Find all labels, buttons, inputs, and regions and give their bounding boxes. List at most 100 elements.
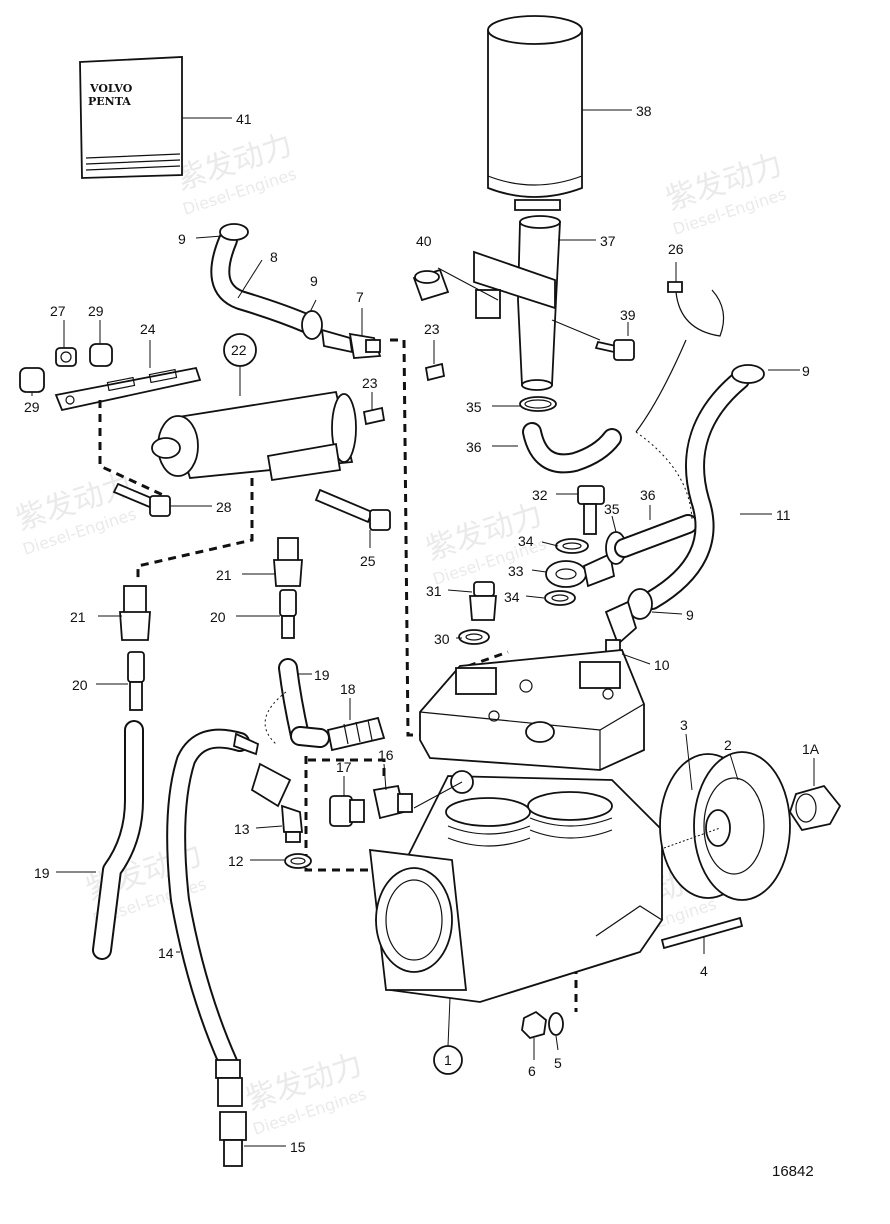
callout-20: 20: [72, 677, 88, 693]
callout-10: 10: [654, 657, 670, 673]
callout-32: 32: [532, 487, 548, 503]
bracket-24: [54, 366, 202, 412]
callout-8: 8: [270, 249, 278, 265]
callout-40: 40: [416, 233, 432, 249]
callout-36: 36: [640, 487, 656, 503]
callout-35: 35: [466, 399, 482, 415]
callout-14: 14: [158, 945, 174, 961]
callout-19: 19: [314, 667, 330, 683]
callout-29: 29: [88, 303, 104, 319]
bolt-39: [594, 339, 635, 361]
callout-21: 21: [70, 609, 86, 625]
spacer-40: [412, 268, 450, 302]
connector-20: [279, 589, 297, 639]
cable-tie-26: [635, 281, 725, 433]
callout-36: 36: [466, 439, 482, 455]
washer-34: [555, 538, 589, 554]
callout-25: 25: [360, 553, 376, 569]
callout-11: 11: [776, 507, 791, 523]
callout-35: 35: [604, 501, 620, 517]
elbow-fitting-7: [320, 328, 382, 359]
union-21: [119, 585, 151, 641]
hose-19: [92, 720, 144, 960]
callout-31: 31: [426, 583, 442, 599]
callout-24: 24: [140, 321, 156, 337]
washer-12: [284, 853, 312, 869]
spacer-29: [19, 367, 45, 393]
union-21: [273, 537, 303, 587]
callout-34: 34: [518, 533, 534, 549]
banjo-bolt-32: [577, 485, 605, 535]
callout-27: 27: [50, 303, 66, 319]
nut-27: [55, 347, 77, 367]
callout-9: 9: [178, 231, 186, 247]
union-31: [469, 581, 497, 621]
callout-2: 2: [724, 737, 732, 753]
manual-brand-1: VOLVO: [89, 82, 133, 95]
hose-8: [210, 230, 318, 334]
callout-22: 22: [231, 342, 247, 358]
washer-5: [548, 1012, 564, 1036]
pressure-pipe-14: [166, 728, 292, 1072]
elbow-hose-36: [522, 422, 622, 474]
callout-12: 12: [228, 853, 244, 869]
callout-9: 9: [802, 363, 810, 379]
callout-23: 23: [362, 375, 378, 391]
callout-3: 3: [680, 717, 688, 733]
callout-23: 23: [424, 321, 440, 337]
callout-6: 6: [528, 1063, 536, 1079]
manual-brand-2: PENTA: [88, 95, 131, 108]
callout-28: 28: [216, 499, 232, 515]
bolt-28: [112, 482, 171, 517]
plug-17: [329, 795, 365, 827]
connector-20: [127, 651, 145, 711]
banjo-fitting-33: [545, 552, 616, 588]
instruction-manual-41: VOLVO PENTA: [79, 56, 183, 179]
fitting-15: [215, 1059, 247, 1167]
union-13: [280, 804, 303, 843]
callout-4: 4: [700, 963, 708, 979]
clamp-9: [731, 364, 765, 384]
clamp-9: [219, 223, 249, 241]
set-screw-23: [424, 362, 446, 382]
callout-1A: 1A: [802, 741, 820, 757]
hose-11: [642, 370, 750, 610]
bolt-25: [314, 488, 391, 531]
hose-36: [614, 514, 698, 558]
callout-labels: 41 38 37 40 39 26 9 8 9 7 23 23 27 29 24…: [24, 103, 820, 1155]
callout-7: 7: [356, 289, 364, 305]
callout-30: 30: [434, 631, 450, 647]
intake-pipe-37: [473, 215, 561, 391]
nut-1A: [789, 784, 842, 832]
silencer-22: [151, 390, 357, 482]
callout-16: 16: [378, 747, 394, 763]
clamp-9: [301, 310, 323, 340]
air-filter-canister-38: [487, 15, 583, 211]
callout-34: 34: [504, 589, 520, 605]
nut-6: [521, 1010, 547, 1040]
callout-38: 38: [636, 103, 652, 119]
callout-5: 5: [554, 1055, 562, 1071]
callout-29: 29: [24, 399, 40, 415]
callout-21: 21: [216, 567, 232, 583]
callout-15: 15: [290, 1139, 306, 1155]
leader-lines: [31, 109, 815, 1147]
routing-line: [635, 431, 693, 521]
callout-9: 9: [310, 273, 318, 289]
callout-1: 1: [444, 1052, 452, 1068]
callout-9: 9: [686, 607, 694, 623]
callout-39: 39: [620, 307, 636, 323]
washer-30: [458, 629, 490, 645]
callout-41: 41: [236, 111, 252, 127]
compressor-cylinder-head: [419, 649, 645, 771]
clamp-35: [519, 396, 557, 412]
callout-37: 37: [600, 233, 616, 249]
drawing-number: 16842: [772, 1163, 814, 1180]
stud-4: [660, 916, 744, 950]
routing-line: [264, 691, 287, 745]
set-screw-23: [362, 406, 386, 426]
callout-26: 26: [668, 241, 684, 257]
callout-17: 17: [336, 759, 352, 775]
compressor-body-1: [368, 770, 663, 1003]
